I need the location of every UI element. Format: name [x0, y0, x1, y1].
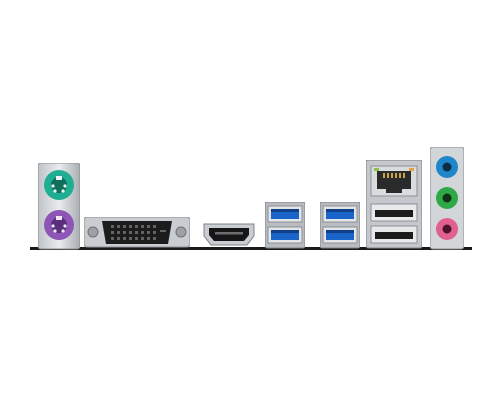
usb3-port-pair-right	[320, 202, 360, 250]
dvi-port	[84, 217, 190, 249]
hdmi-port	[202, 222, 256, 248]
line-in-jack	[436, 156, 458, 178]
usb2-port	[370, 225, 418, 244]
motherboard-edge	[30, 247, 472, 250]
audio-jack-stack	[430, 147, 464, 251]
usb3-port-pair-left	[265, 202, 305, 250]
usb3-port	[267, 205, 303, 223]
lan-port	[370, 165, 418, 197]
usb3-port	[322, 205, 358, 223]
line-out-jack	[436, 187, 458, 209]
usb2-port	[370, 203, 418, 222]
ps2-mouse-port	[44, 210, 74, 240]
usb3-port	[267, 226, 303, 244]
lan-usb-stack	[366, 160, 422, 250]
ps2-keyboard-port	[44, 170, 74, 200]
usb3-port	[322, 226, 358, 244]
mic-in-jack	[436, 218, 458, 240]
ps2-port-stack	[38, 163, 80, 251]
